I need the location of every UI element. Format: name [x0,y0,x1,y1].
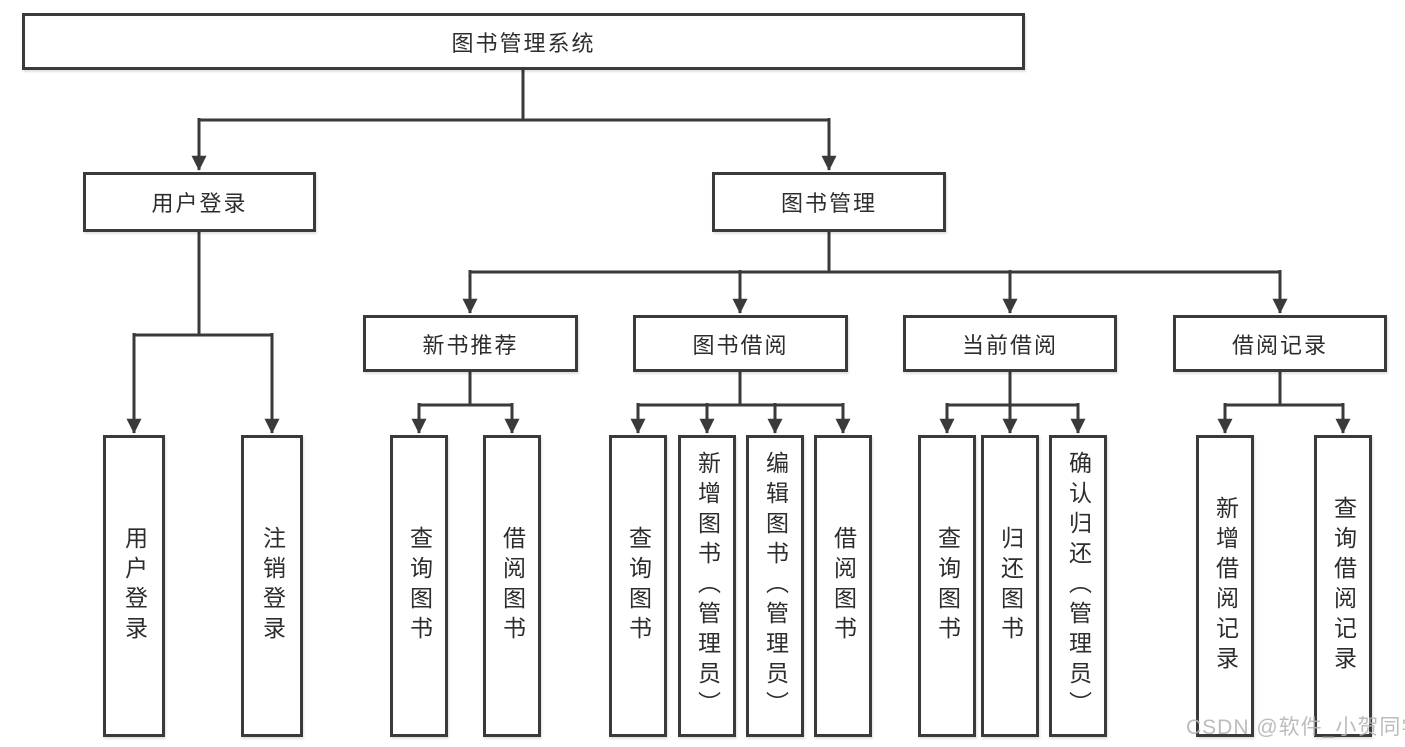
node-new-book-recommend: 新书推荐 [363,315,578,372]
node-root: 图书管理系统 [22,13,1025,70]
leaf-recommend-borrow-books: 借阅图书 [483,435,541,737]
csdn-watermark: CSDN @软件_小贺同学 [1186,716,1405,739]
leaf-recommend-query-books: 查询图书 [390,435,448,737]
leaf-records-add-borrow-record: 新增借阅记录 [1196,435,1254,737]
leaf-current-return-books: 归还图书 [981,435,1039,737]
node-borrow-records: 借阅记录 [1173,315,1387,372]
leaf-user-login: 用户登录 [103,435,165,737]
leaf-borrow-query-books: 查询图书 [609,435,667,737]
node-user-login: 用户登录 [83,172,316,232]
node-current-borrow: 当前借阅 [903,315,1117,372]
leaf-borrow-edit-books-admin: 编辑图书（管理员） [746,435,804,737]
node-book-borrow: 图书借阅 [633,315,848,372]
leaf-records-query-borrow-record: 查询借阅记录 [1314,435,1372,737]
leaf-logout-login: 注销登录 [241,435,303,737]
node-book-management: 图书管理 [712,172,946,232]
leaf-current-query-books: 查询图书 [918,435,976,737]
leaf-current-confirm-return-admin: 确认归还（管理员） [1049,435,1107,737]
leaf-borrow-borrow-books: 借阅图书 [814,435,872,737]
leaf-borrow-add-books-admin: 新增图书（管理员） [678,435,736,737]
